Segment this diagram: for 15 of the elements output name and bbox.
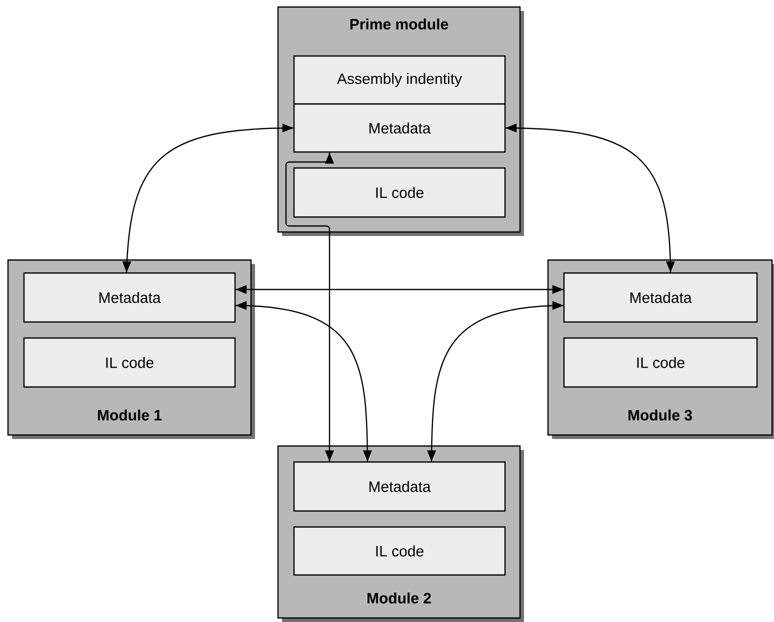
section-box: Assembly indentity [293, 55, 506, 105]
section-box: IL code [293, 526, 506, 576]
arrow [506, 124, 675, 272]
arrow [236, 285, 564, 294]
section-box: Metadata [563, 272, 758, 323]
arrow [122, 124, 294, 272]
section-box: Metadata [293, 461, 506, 512]
arrow [427, 301, 564, 462]
section-box: Metadata [293, 103, 506, 153]
section-box: IL code [293, 167, 506, 218]
arrow [285, 152, 334, 462]
section-box: IL code [23, 337, 236, 388]
section-box: Metadata [23, 272, 236, 323]
section-box: IL code [563, 337, 758, 388]
arrow [236, 301, 372, 462]
